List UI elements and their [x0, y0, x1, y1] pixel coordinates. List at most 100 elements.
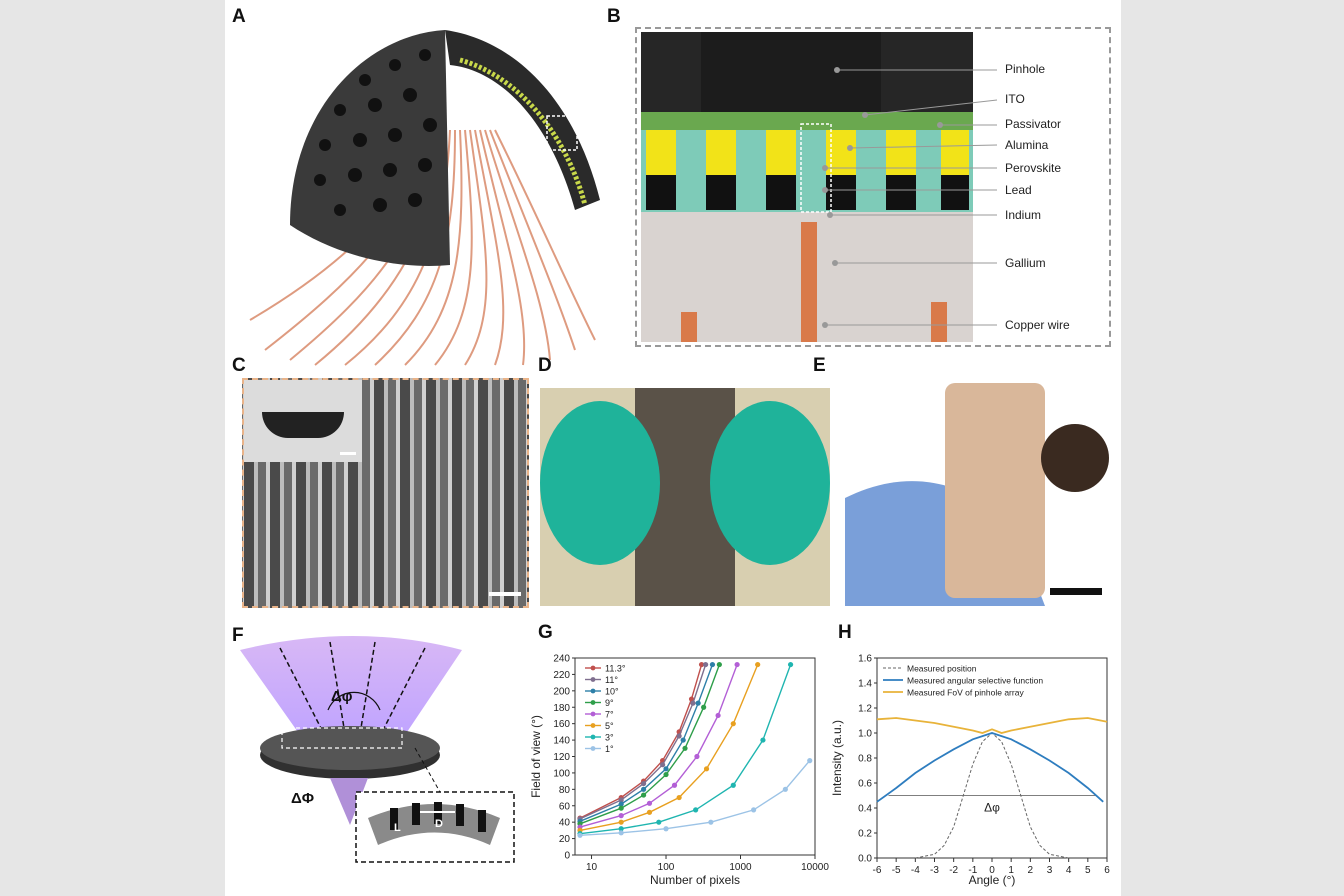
panel-b-cross-section [641, 32, 973, 342]
data-point [688, 696, 695, 702]
data-point [618, 801, 624, 807]
panel-b-frame [635, 27, 1111, 347]
y-tick-label: 20 [559, 834, 571, 845]
panel-a-illustration [249, 30, 600, 366]
data-point [676, 794, 682, 801]
x-tick-label: 5 [1085, 865, 1091, 876]
y-tick-label: 1.2 [858, 704, 872, 715]
x-tick-label: 6 [1104, 865, 1110, 876]
panel-label-b: B [607, 6, 621, 27]
data-point [618, 813, 624, 819]
legend-entry: 11.3° [605, 664, 626, 674]
data-point [701, 704, 707, 710]
y-tick-label: 240 [553, 654, 570, 665]
label-copper-wire: Copper wire [1005, 318, 1070, 332]
data-point [577, 832, 583, 838]
data-point [730, 721, 736, 727]
x-tick-label: -5 [892, 865, 901, 876]
y-tick-label: 0.4 [858, 804, 872, 815]
x-axis-label: Angle (°) [969, 873, 1016, 887]
data-point [646, 809, 653, 815]
y-tick-label: 40 [559, 818, 571, 829]
figure-page: A B [225, 0, 1121, 896]
data-point [663, 771, 669, 778]
label-perovskite: Perovskite [1005, 161, 1062, 175]
inset-scale-bar [340, 452, 356, 455]
y-tick-label: 80 [559, 785, 571, 796]
bowl-inset-photo [244, 380, 362, 462]
panel-c-sem-image [242, 378, 529, 608]
x-tick-label: 1 [1008, 865, 1014, 876]
panel-e-device-photo [845, 378, 1113, 606]
data-point [693, 807, 699, 813]
sem-scale-bar [489, 592, 521, 596]
pixel-array-arc [459, 57, 588, 206]
x-tick-label: 1000 [729, 862, 752, 873]
data-point [618, 830, 624, 836]
y-tick-label: 0.2 [858, 829, 872, 840]
legend-marker [590, 734, 596, 740]
data-point [690, 700, 696, 706]
panel-d-fly-eyes [540, 388, 830, 606]
data-point [618, 797, 624, 803]
data-point [782, 786, 788, 792]
data-point [680, 737, 686, 743]
data-point [663, 766, 669, 772]
label-passivator: Passivator [1005, 117, 1062, 131]
data-point [716, 661, 722, 668]
legend-entry: 5° [605, 721, 614, 731]
legend-entry: 10° [605, 687, 619, 697]
data-point [708, 819, 714, 825]
y-tick-label: 120 [553, 752, 570, 763]
data-point [618, 805, 624, 811]
series-line [876, 717, 1108, 734]
dome-shell [290, 30, 450, 266]
x-tick-label: 10 [586, 862, 598, 873]
delta-phi-big: ΔΦ [291, 790, 315, 807]
legend-marker [590, 700, 596, 705]
y-tick-label: 200 [553, 686, 570, 697]
y-tick-label: 1.6 [858, 654, 872, 665]
legend-entry: 9° [605, 698, 614, 708]
data-point [640, 780, 647, 787]
panel-label-h: H [838, 622, 852, 643]
data-point [694, 753, 700, 760]
data-point [618, 826, 624, 832]
series-line [579, 664, 738, 828]
data-point [640, 786, 647, 792]
x-tick-label: 100 [658, 862, 675, 873]
data-point [751, 807, 757, 813]
data-point [730, 782, 736, 788]
y-axis-label: Field of view (°) [529, 715, 543, 798]
data-point [760, 737, 766, 743]
x-tick-label: 2 [1028, 865, 1034, 876]
data-point [676, 733, 682, 739]
data-point [660, 762, 666, 768]
data-point [646, 800, 653, 806]
panel-label-d: D [538, 355, 552, 376]
y-tick-label: 60 [559, 801, 571, 812]
panel-label-c: C [232, 355, 246, 376]
scale-bar [1050, 588, 1102, 595]
data-point [715, 712, 721, 719]
x-tick-label: 0 [989, 865, 995, 876]
inset-label-d: D [435, 818, 443, 830]
x-tick-label: -6 [873, 865, 882, 876]
legend-marker [590, 688, 596, 694]
data-point [709, 661, 716, 668]
y-tick-label: 100 [553, 768, 570, 779]
data-point [703, 661, 709, 668]
legend-marker [590, 677, 596, 682]
inset-label-l: L [394, 822, 401, 834]
delta-phi-annotation: Δφ [984, 801, 1000, 815]
y-tick-label: 160 [553, 719, 570, 730]
legend-entry: Measured angular selective function [907, 676, 1043, 686]
y-tick-label: 220 [553, 670, 570, 681]
data-point [734, 661, 740, 668]
panel-b-leaders [822, 67, 998, 328]
series-line [876, 732, 1104, 803]
panel-label-f: F [232, 625, 244, 646]
data-point [755, 661, 761, 668]
